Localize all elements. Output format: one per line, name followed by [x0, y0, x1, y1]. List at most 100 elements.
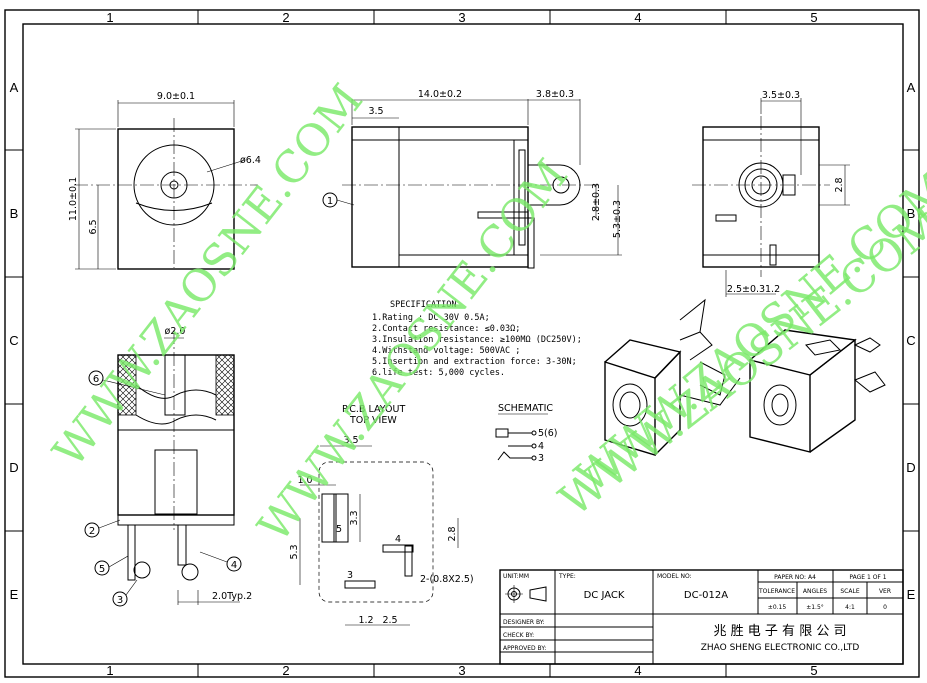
row-label: D [9, 460, 18, 475]
row-label: E [10, 587, 19, 602]
header-tolerance: TOLERANCE [758, 588, 795, 595]
spec-item: 2.Contact resistance: ≤0.03Ω; [372, 324, 520, 334]
spec-item: 4.Withstand voltage: 500VAC ; [372, 346, 520, 356]
inner-frame [22, 23, 904, 665]
dim-pcb-height: 5.3 [289, 544, 300, 559]
dim-section-pitch: 2.0Typ.2 [212, 591, 252, 602]
balloon-3: 3 [117, 595, 123, 606]
pcb-pad3: 3 [347, 570, 353, 581]
dim-side-offset: 3.8±0.3 [536, 89, 574, 100]
col-label: 5 [810, 663, 817, 678]
header-scale: SCALE [840, 588, 859, 595]
row-label: C [9, 333, 18, 348]
pcb-pad5: 5 [336, 524, 342, 535]
type-label: TYPE: [558, 573, 576, 580]
schematic-pin: 5(6) [538, 428, 558, 439]
schematic-title: SCHEMATIC [498, 403, 553, 414]
col-label: 4 [634, 10, 641, 25]
schematic: SCHEMATIC 5(6) 4 3 [495, 403, 558, 464]
dim-rear-top: 3.5±0.3 [762, 90, 800, 101]
dim-side-length: 14.0±0.2 [418, 89, 462, 100]
dim-side-front: 3.5 [368, 106, 383, 117]
company-en: ZHAO SHENG ELECTRONIC CO.,LTD [701, 643, 860, 653]
dim-pcb-bottom1: 1.2 [358, 615, 373, 626]
col-label: 3 [458, 10, 465, 25]
balloon-2: 2 [89, 526, 95, 537]
unit-label: UNIT:MM [503, 573, 529, 580]
side-view: 14.0±0.2 3.8±0.3 3.5 2.8±0.3 5.3±0.3 1 [322, 89, 623, 269]
paper-label: PAPER NO: A4 [774, 574, 816, 581]
pcb-title: P.C.B LAYOUT [342, 404, 405, 415]
row-label: A [10, 80, 19, 95]
spec-item: 6.life test: 5,000 cycles. [372, 368, 505, 378]
row-label: B [907, 206, 916, 221]
watermark-text: WWW.ZAOSNE.COM [248, 150, 578, 552]
value-tolerance: ±0.15 [768, 604, 787, 611]
row-label: C [906, 333, 915, 348]
iso-view-rear [749, 329, 886, 453]
dim-front-diameter: ø6.4 [240, 155, 261, 166]
balloon-6: 6 [93, 374, 99, 385]
pcb-pad4: 4 [395, 534, 401, 545]
dim-section-pin: ø2.0 [165, 326, 186, 337]
approved-label: APPROVED BY: [503, 645, 546, 652]
dim-rear-bottom: 2.5±0.3 [727, 284, 765, 295]
dim-rear-bottom2: 1.2 [765, 284, 780, 295]
col-label: 4 [634, 663, 641, 678]
col-label: 2 [282, 10, 289, 25]
specification: SPECIFICATION 1.Rating : DC 30V 0.5A; 2.… [372, 300, 582, 378]
grid-ticks [5, 10, 919, 677]
pcb-subtitle: TOP VIEW [349, 415, 397, 426]
row-label: B [10, 206, 19, 221]
dim-pcb-width: 3.5 [343, 435, 358, 446]
iso-view-front [604, 298, 741, 456]
dim-front-width: 9.0±0.1 [157, 91, 195, 102]
check-label: CHECK BY: [503, 632, 534, 639]
spec-item: 5.Insertion and extraction force: 3-30N; [372, 357, 577, 367]
dim-side-pin1: 2.8±0.3 [591, 183, 602, 221]
header-angles: ANGLES [803, 588, 827, 595]
spec-title: SPECIFICATION [390, 300, 457, 310]
grid-labels: 1 2 3 4 5 1 2 3 4 5 A B C D E A B C D E [9, 10, 915, 678]
pcb-slot-label: 2-(0.8X2.5) [420, 574, 474, 585]
header-ver: VER [879, 588, 891, 595]
value-angles: ±1.5° [806, 604, 824, 611]
page-label: PAGE 1 OF 1 [849, 574, 886, 581]
row-label: A [907, 80, 916, 95]
schematic-pin: 4 [538, 441, 544, 452]
value-scale: 4:1 [845, 604, 855, 611]
section-view: ø2.0 2.0Typ.2 6 2 5 3 4 [84, 326, 252, 607]
type-value: DC JACK [584, 590, 625, 601]
company-cn: 兆 胜 电 子 有 限 公 司 [714, 624, 847, 639]
col-label: 1 [106, 663, 113, 678]
designer-label: DESIGNER BY: [503, 619, 545, 626]
balloon-1: 1 [327, 196, 333, 207]
schematic-pin: 3 [538, 453, 544, 464]
value-ver: 0 [883, 604, 887, 611]
model-value: DC-012A [684, 590, 728, 601]
dim-pcb-right: 2.8 [447, 526, 458, 541]
dim-pcb-bottom2: 2.5 [382, 615, 397, 626]
front-view: 9.0±0.1 11.0±0.1 6.5 ø6.4 [68, 91, 261, 270]
spec-item: 1.Rating : DC 30V 0.5A; [372, 313, 490, 323]
row-label: D [906, 460, 915, 475]
dim-side-pin2: 5.3±0.3 [612, 200, 623, 238]
dim-front-center: 6.5 [88, 219, 99, 234]
col-label: 3 [458, 663, 465, 678]
col-label: 2 [282, 663, 289, 678]
row-label: E [907, 587, 916, 602]
dim-rear-right: 2.8 [834, 177, 845, 192]
spec-item: 3.Insulation resistance: ≥100MΩ (DC250V)… [372, 335, 582, 345]
rear-view: 3.5±0.3 2.8 2.5±0.3 1.2 [692, 90, 850, 297]
dim-pcb-padlen: 3.3 [349, 510, 360, 525]
balloon-4: 4 [231, 560, 237, 571]
title-block: UNIT:MM TYPE: DC JACK MODEL NO: DC-012A … [499, 569, 904, 665]
pcb-layout: P.C.B LAYOUT TOP VIEW 3.5 1.0 3.3 5 5.3 … [289, 404, 474, 626]
dim-pcb-pad1: 1.0 [297, 475, 312, 486]
dim-front-height: 11.0±0.1 [68, 177, 79, 221]
col-label: 1 [106, 10, 113, 25]
col-label: 5 [810, 10, 817, 25]
outer-frame [4, 9, 920, 678]
balloon-5: 5 [99, 564, 105, 575]
